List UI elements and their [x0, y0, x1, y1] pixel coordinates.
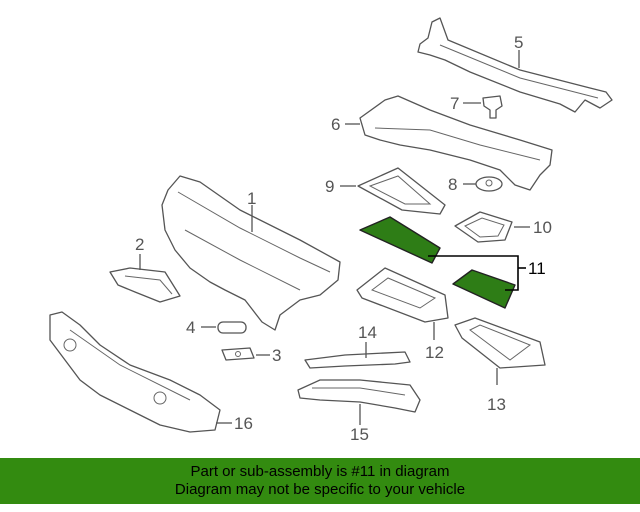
info-banner: Part or sub-assembly is #11 in diagram D…: [0, 458, 640, 504]
parts-diagram: 5 7 6 8 9 10 11 1: [49, 17, 613, 444]
callout-2: 2: [135, 235, 144, 254]
part-10-frame: [454, 211, 513, 243]
callout-6: 6: [331, 115, 340, 134]
part-1-cowl: [161, 175, 341, 331]
banner-line-1: Part or sub-assembly is #11 in diagram: [190, 463, 450, 480]
callout-4: 4: [186, 318, 195, 337]
part-12-housing: [356, 267, 449, 323]
callout-8: 8: [448, 175, 457, 194]
part-9-frame: [357, 167, 446, 215]
part-2-bracket: [109, 267, 181, 303]
part-8-grommet: [475, 176, 503, 192]
banner-line-2: Diagram may not be specific to your vehi…: [174, 481, 466, 498]
callout-7: 7: [450, 94, 459, 113]
callout-12: 12: [425, 343, 444, 362]
part-16-insulator: [49, 311, 221, 433]
callout-5: 5: [514, 33, 523, 52]
callout-16: 16: [234, 414, 253, 433]
part-3-bracket: [221, 347, 255, 361]
callout-14: 14: [358, 323, 377, 342]
part-11-cabin-filter-highlighted: [359, 216, 516, 309]
callout-1: 1: [247, 189, 256, 208]
part-15-cover: [297, 379, 421, 413]
leader-11: [428, 255, 519, 291]
part-6-cowl-panel: [359, 95, 553, 191]
part-5-cowl-panel: [417, 17, 613, 113]
callout-15: 15: [350, 425, 369, 444]
callout-9: 9: [325, 177, 334, 196]
callout-13: 13: [487, 395, 506, 414]
part-13-frame: [454, 317, 546, 369]
callout-3: 3: [272, 346, 281, 365]
callout-10: 10: [533, 218, 552, 237]
callout-11: 11: [528, 259, 546, 278]
part-7-clip: [482, 95, 503, 119]
part-4-seal: [217, 321, 247, 334]
part-14-strip: [304, 351, 411, 369]
